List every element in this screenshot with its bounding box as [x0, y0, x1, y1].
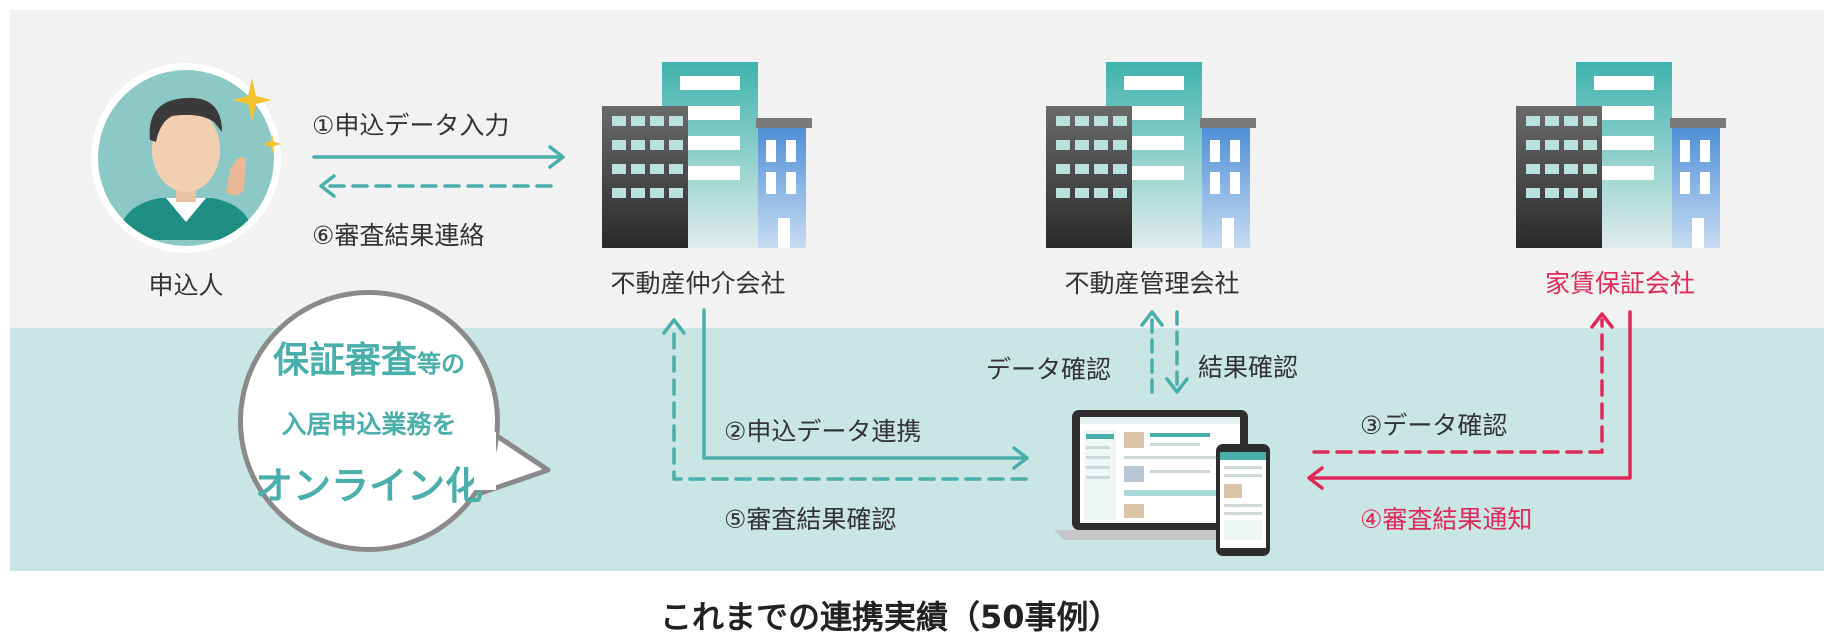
node-label-applicant: 申込人	[148, 271, 224, 300]
guarantor-building-icon	[1516, 62, 1726, 248]
manager-building-icon	[1046, 62, 1256, 248]
edge-label-6: ⑥審査結果連絡	[312, 221, 485, 250]
edge-label-result-check: 結果確認	[1198, 353, 1299, 382]
arrow-system-to-manager	[1140, 310, 1164, 394]
edge-label-4: ④審査結果通知	[1360, 505, 1533, 534]
bubble-headline-suffix: 等の	[417, 350, 465, 378]
applicant-avatar	[91, 63, 282, 253]
diagram-graphics	[91, 62, 1726, 556]
online-system-devices-icon	[1054, 410, 1270, 556]
footer-heading: これまでの連携実績（50事例）	[660, 598, 1121, 636]
node-label-manager: 不動産管理会社	[1064, 269, 1240, 298]
bubble-headline: 保証審査	[272, 340, 417, 381]
edge-label-1: ①申込データ入力	[312, 111, 510, 140]
edge-label-5: ⑤審査結果確認	[724, 505, 897, 534]
arrow-guarantor-to-system	[1307, 310, 1632, 490]
speech-bubble: 保証審査等の 入居申込業務を オンライン化	[238, 290, 500, 552]
arrow-manager-to-system	[1165, 310, 1189, 394]
broker-building-icon	[602, 62, 812, 248]
arrow-broker-to-system	[702, 308, 1029, 470]
arrow-system-to-guarantor	[1312, 312, 1614, 454]
node-label-broker: 不動産仲介会社	[610, 269, 786, 298]
bubble-line-2: 入居申込業務を	[281, 410, 457, 439]
arrow-broker-to-applicant	[319, 174, 554, 198]
edge-label-3: ③データ確認	[1360, 411, 1508, 440]
bubble-line-3: オンライン化	[254, 464, 483, 508]
bubble-tail-joint	[474, 432, 496, 490]
node-label-guarantor: 家賃保証会社	[1544, 269, 1696, 298]
edge-label-data-check: データ確認	[986, 355, 1112, 384]
arrow-system-to-broker	[662, 318, 1028, 481]
arrow-applicant-to-broker	[312, 145, 565, 169]
edge-label-2: ②申込データ連携	[724, 417, 922, 446]
